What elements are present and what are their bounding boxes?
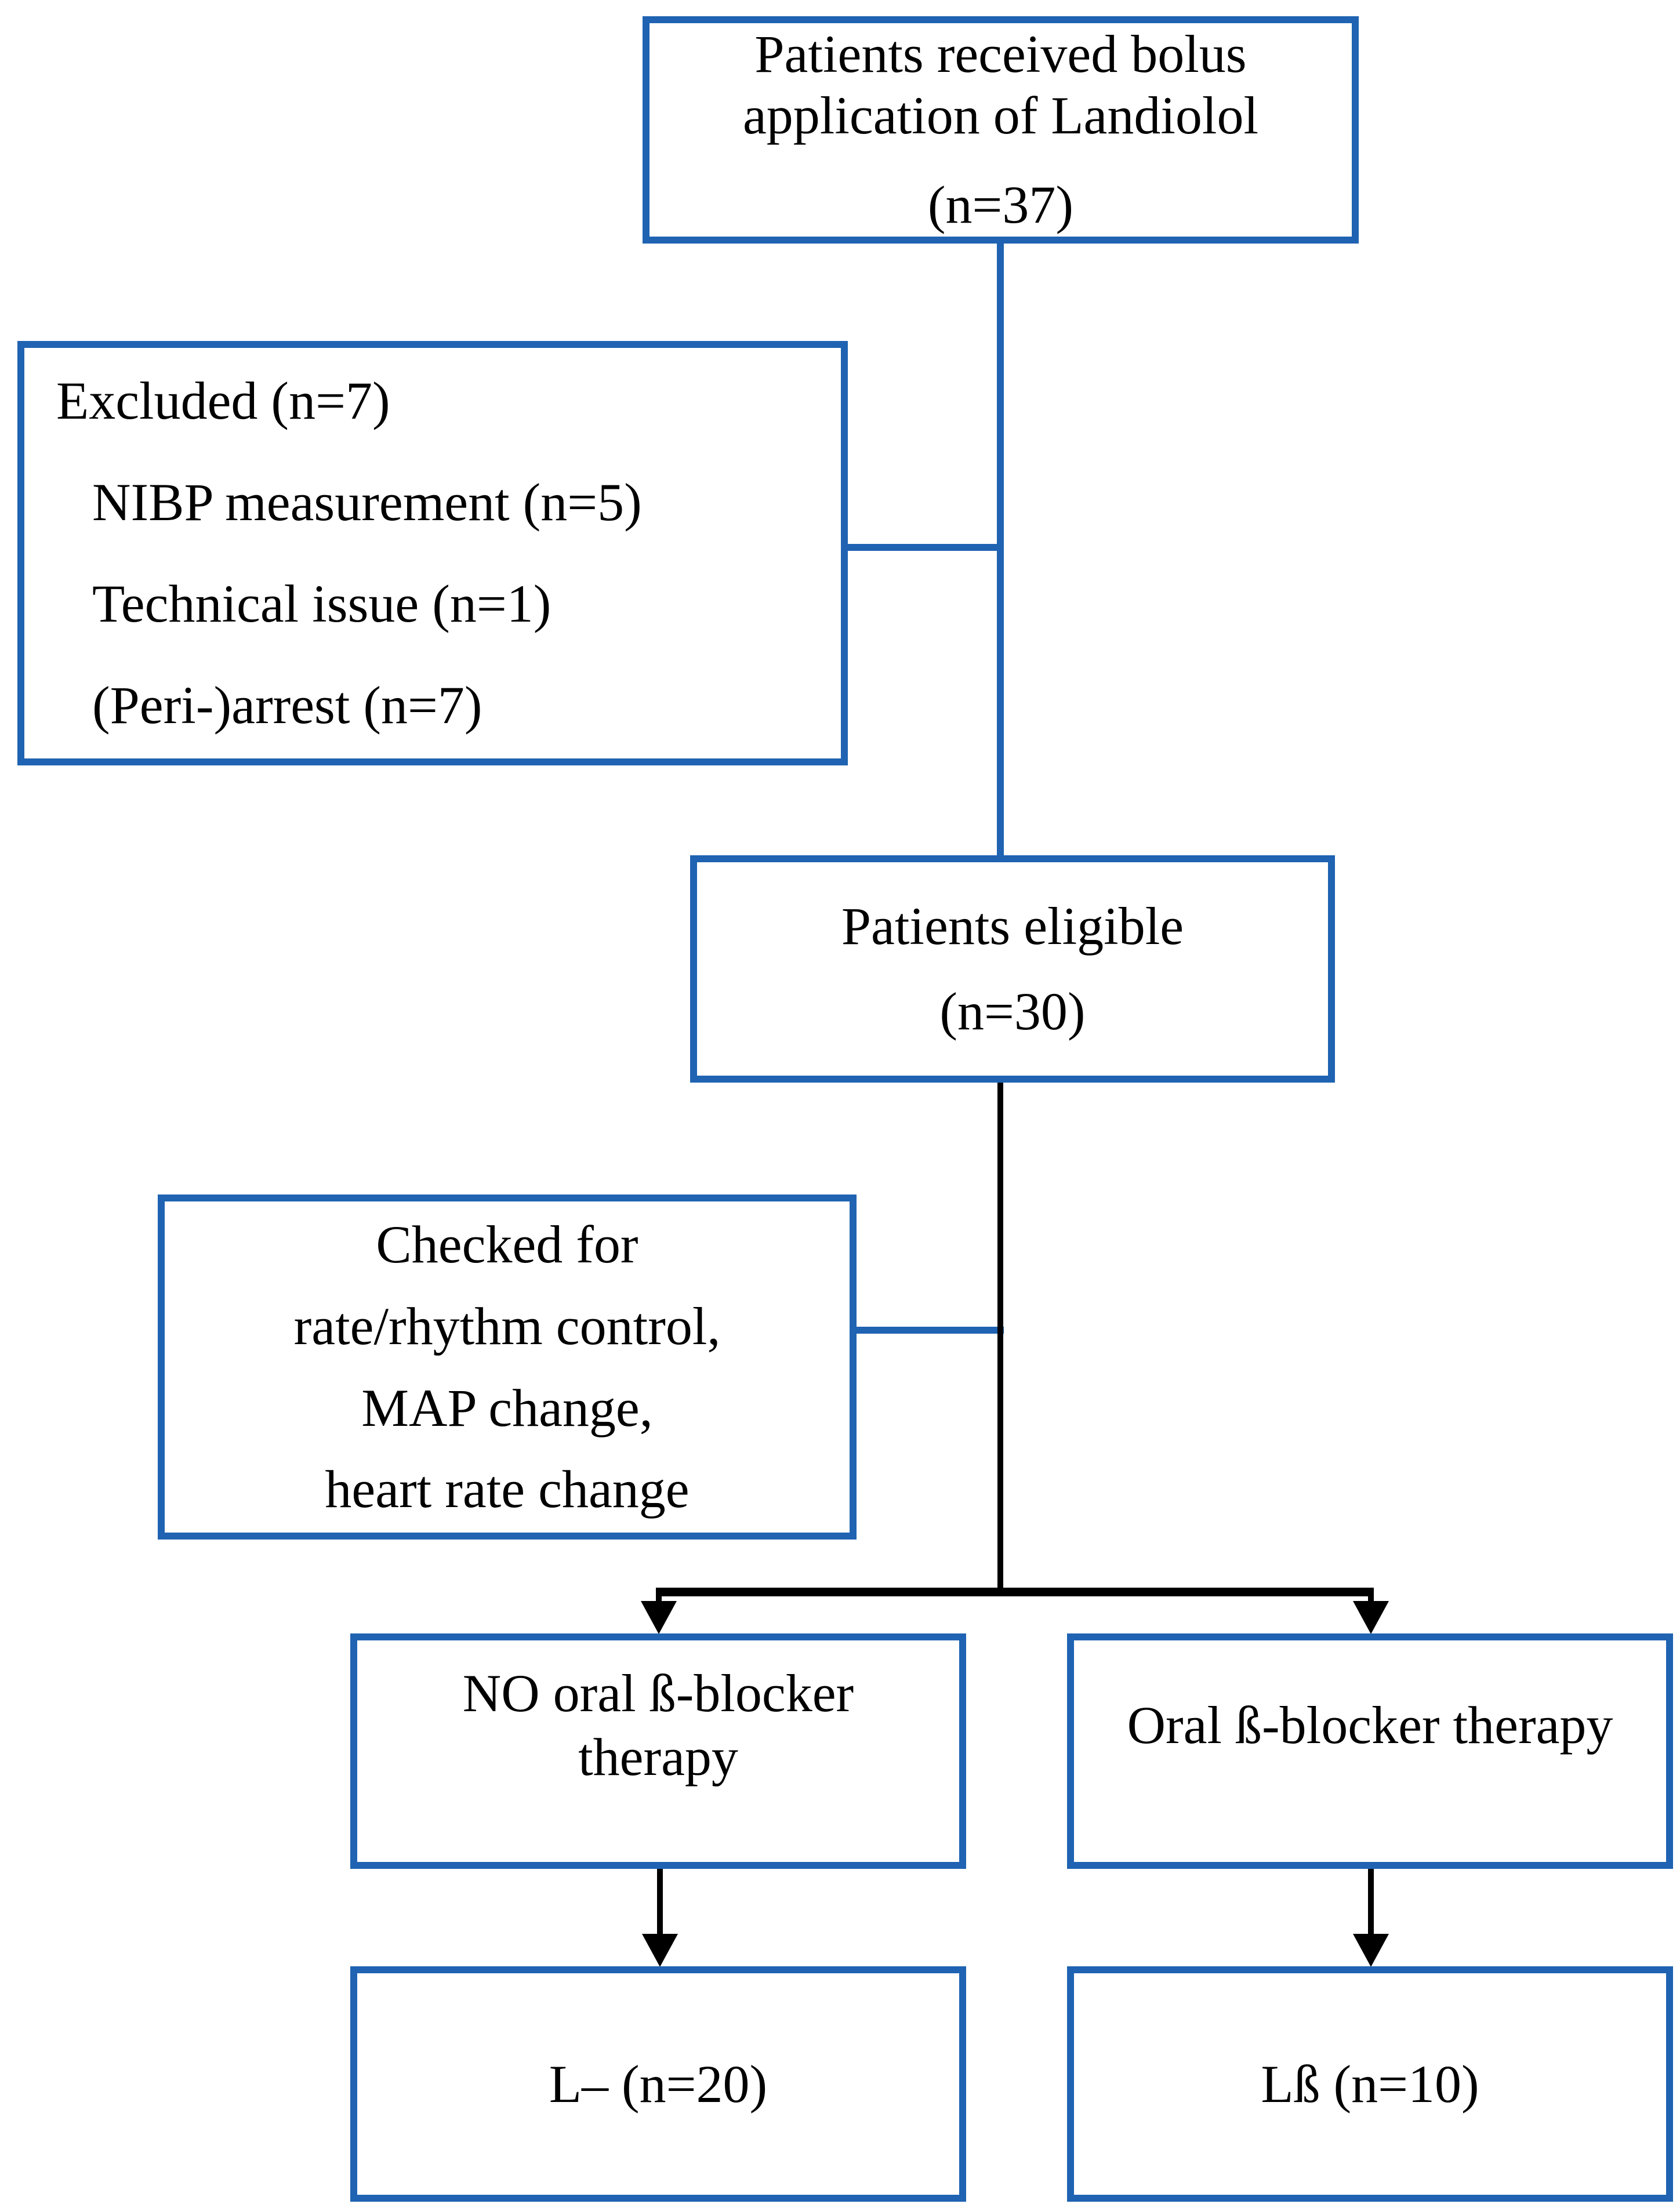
- connector-eligible-to-split: [997, 1081, 1003, 1596]
- connector-split-right-stem: [1368, 1589, 1374, 1607]
- connector-nooral-to-lminus: [657, 1868, 663, 1941]
- excluded-item-periarrest: (Peri-)arrest (n=7): [92, 675, 482, 735]
- box-oral-bblocker-therapy: Oral ß-blocker therapy: [1067, 1633, 1673, 1869]
- box-no-oral-bblocker-therapy: NO oral ß-blocker therapy: [350, 1633, 966, 1869]
- excluded-item-nibp: NIBP measurement (n=5): [92, 473, 642, 532]
- arrow-down-lminus-icon: [642, 1934, 678, 1967]
- nooral-line-2: therapy: [578, 1727, 738, 1787]
- enrolled-line-2: application of Landiolol: [742, 86, 1259, 146]
- enrolled-line-1: Patients received bolus: [754, 24, 1247, 84]
- eligible-line-1: Patients eligible: [841, 896, 1184, 956]
- excluded-title: Excluded (n=7): [56, 371, 390, 431]
- connector-split-left-stem: [656, 1589, 662, 1607]
- arrow-down-right-branch-icon: [1353, 1601, 1389, 1634]
- box-group-l-beta: Lß (n=10): [1067, 1966, 1673, 2202]
- box-patients-received-bolus: Patients received bolus application of L…: [643, 16, 1359, 244]
- connector-excluded-branch: [846, 544, 1004, 551]
- arrow-down-left-branch-icon: [641, 1601, 677, 1634]
- nooral-line-1: NO oral ß-blocker: [462, 1663, 854, 1723]
- checked-line-1: Checked for: [376, 1215, 638, 1274]
- lbeta-label: Lß (n=10): [1261, 2054, 1479, 2114]
- box-patients-eligible: Patients eligible (n=30): [690, 855, 1335, 1083]
- oral-line-1: Oral ß-blocker therapy: [1127, 1695, 1613, 1755]
- excluded-item-technical: Technical issue (n=1): [92, 574, 551, 633]
- connector-checked-branch: [854, 1327, 1004, 1334]
- connector-split-horizontal: [656, 1588, 1374, 1596]
- checked-line-2: rate/rhythm control,: [293, 1296, 721, 1356]
- box-checked-for: Checked for rate/rhythm control, MAP cha…: [158, 1195, 857, 1540]
- enrolled-count: (n=37): [927, 175, 1074, 234]
- eligible-count: (n=30): [939, 982, 1086, 1041]
- lminus-label: L– (n=20): [549, 2054, 768, 2114]
- arrow-down-lbeta-icon: [1353, 1934, 1389, 1967]
- box-group-l-minus: L– (n=20): [350, 1966, 966, 2202]
- box-excluded: Excluded (n=7) NIBP measurement (n=5) Te…: [17, 341, 848, 765]
- checked-line-3: MAP change,: [361, 1378, 653, 1437]
- checked-line-4: heart rate change: [325, 1460, 690, 1519]
- connector-oral-to-lbeta: [1368, 1868, 1374, 1941]
